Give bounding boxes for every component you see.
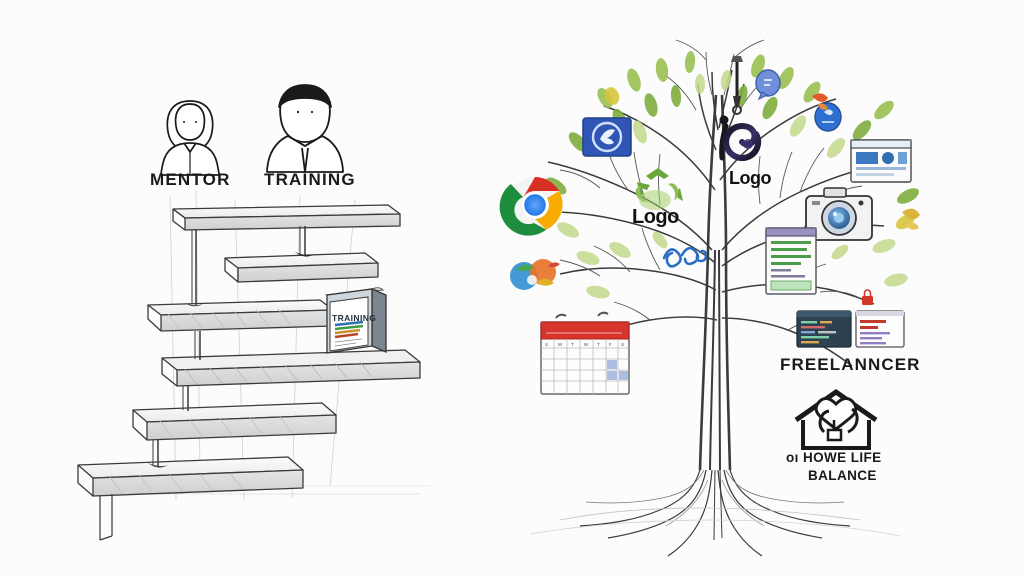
blue-badge-icon — [814, 102, 842, 132]
svg-text:T: T — [597, 342, 600, 347]
training-avatar-icon — [266, 84, 344, 173]
training-label: TRAINING — [264, 170, 356, 189]
chrome-browser-icon — [499, 177, 563, 236]
dark-swirl-io-icon — [719, 115, 762, 161]
mentor-avatar-icon — [160, 100, 220, 176]
dashboard-window-icon — [850, 139, 912, 183]
staircase-sketch — [77, 189, 430, 541]
book-cover-title: TRAINING — [332, 313, 377, 323]
home-life-balance-label-line1: oı HOWE LIFE — [786, 450, 882, 465]
document-form-window-icon — [765, 227, 817, 295]
yellow-tag-icon — [902, 208, 920, 230]
photo-camera-icon — [805, 187, 873, 241]
step-supports — [148, 226, 315, 468]
step-5 — [132, 402, 337, 441]
colorful-app-cluster-icon — [510, 259, 560, 290]
svg-text:W: W — [584, 342, 589, 347]
step-1 — [172, 204, 401, 231]
svg-text:F: F — [609, 342, 612, 347]
svg-text:T: T — [571, 342, 574, 347]
mentor-label: MENTOR — [150, 170, 231, 189]
orange-tag-icon — [812, 93, 828, 110]
house-with-heart-and-hand-icon — [794, 388, 878, 450]
chat-bubble-icon — [755, 69, 781, 101]
panel-divider — [436, 0, 494, 576]
step-2 — [224, 252, 379, 283]
pen-tool-icon — [731, 56, 743, 115]
step-3 — [147, 299, 334, 332]
step-4 — [161, 349, 421, 387]
freelancer-label: FREELANNCER — [780, 355, 921, 374]
svg-text:M: M — [558, 342, 562, 347]
logo-green-text: Logo — [632, 206, 679, 228]
blue-social-app-icon — [582, 117, 632, 157]
blue-wave-logo-icon — [662, 246, 708, 268]
green-recycle-leaf-icon — [635, 168, 683, 210]
code-editor-card-icon — [796, 310, 852, 348]
lock-icon — [862, 289, 873, 305]
svg-text:S: S — [621, 342, 624, 347]
home-life-balance-label-line2: BALANCE — [808, 468, 877, 483]
step-6 — [77, 456, 304, 541]
webpage-card-icon — [855, 310, 905, 348]
svg-text:S: S — [545, 342, 548, 347]
logo-dark-text: Logo — [729, 168, 771, 188]
training-book-icon — [324, 287, 387, 354]
